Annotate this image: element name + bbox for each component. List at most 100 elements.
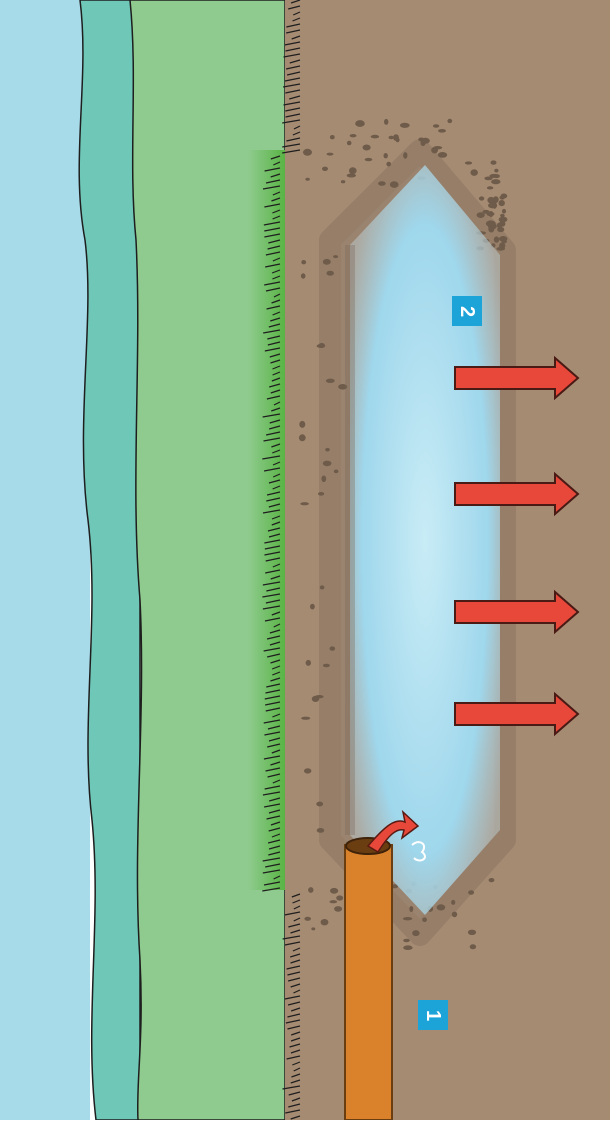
gravel-stone (403, 152, 407, 159)
gravel-stone (468, 890, 474, 895)
gravel-stone (371, 135, 379, 139)
gravel-stone (327, 153, 334, 156)
gravel-stone (334, 906, 342, 912)
gravel-stone (403, 917, 412, 920)
gravel-stone (305, 178, 309, 181)
gravel-stone (323, 461, 332, 467)
gravel-stone (365, 158, 373, 161)
gravel-stone (316, 802, 323, 807)
gravel-stone (409, 906, 413, 912)
grass-buffer-strip (248, 150, 288, 890)
gravel-stone (487, 186, 493, 189)
gravel-stone (323, 664, 330, 667)
gravel-stone (393, 134, 399, 141)
gravel-stone (389, 136, 394, 140)
gravel-stone (310, 604, 315, 610)
marker-2-label: 2 (456, 305, 479, 316)
gravel-stone (325, 448, 330, 452)
gravel-stone (378, 181, 386, 186)
gravel-stone (384, 119, 388, 125)
gravel-stone (489, 211, 493, 217)
gravel-stone (489, 878, 495, 882)
gravel-stone (497, 222, 502, 228)
gravel-stone (321, 919, 329, 925)
gravel-stone (451, 900, 455, 905)
gravel-stone (493, 196, 499, 203)
gravel-stone (312, 696, 319, 702)
gravel-stone (349, 167, 357, 174)
gravel-stone (447, 119, 452, 123)
gravel-stone (334, 470, 339, 474)
gravel-stone (477, 212, 485, 218)
gravel-stone (330, 135, 335, 139)
gravel-stone (321, 476, 326, 483)
gravel-stone (320, 585, 325, 589)
gravel-stone (390, 181, 399, 188)
gravel-stone (318, 492, 324, 496)
gravel-stone (330, 900, 338, 903)
gravel-stone (502, 209, 506, 214)
gravel-stone (301, 273, 306, 278)
gravel-stone (327, 271, 334, 276)
gravel-stone (422, 917, 427, 922)
gravel-stone (304, 768, 311, 773)
gravel-stone (452, 912, 457, 918)
marker-2-pond: 2 (452, 296, 482, 326)
gravel-stone (306, 660, 311, 666)
gravel-stone (299, 421, 305, 428)
gravel-stone (317, 344, 326, 348)
gravel-stone (491, 160, 497, 164)
gravel-stone (479, 196, 484, 200)
gravel-stone (300, 502, 309, 505)
gravel-stone (303, 149, 312, 156)
marker-1-inlet-pipe: 1 (418, 1000, 448, 1030)
gravel-stone (437, 904, 446, 910)
gravel-stone (400, 123, 410, 128)
gravel-stone (301, 260, 306, 264)
gravel-stone (494, 236, 499, 242)
gravel-stone (465, 161, 472, 164)
gravel-stone (308, 887, 313, 893)
gravel-stone (299, 434, 306, 441)
gravel-stone (438, 129, 446, 133)
gravel-stone (330, 888, 338, 894)
gravel-stone (496, 247, 505, 251)
gravel-stone (341, 180, 345, 183)
gravel-stone (403, 939, 410, 942)
inlet-pipe (345, 845, 392, 1120)
gravel-stone (386, 162, 391, 167)
gravel-stone (412, 930, 419, 936)
gravel-stone (471, 169, 478, 176)
gravel-stone (500, 196, 505, 200)
marker-1-label: 1 (422, 1009, 445, 1020)
gravel-stone (470, 944, 476, 949)
gravel-stone (347, 141, 352, 146)
gravel-stone (317, 828, 325, 833)
gravel-stone (433, 146, 442, 149)
gravel-stone (336, 895, 343, 900)
gravel-stone (484, 177, 492, 181)
gravel-stone (488, 203, 497, 209)
gravel-stone (323, 259, 331, 265)
gravel-stone (486, 220, 496, 226)
gravel-stone (499, 200, 505, 206)
gravel-stone (330, 646, 336, 650)
gravel-stone (347, 174, 356, 178)
gravel-stone (326, 379, 335, 383)
gravel-stone (384, 153, 388, 158)
gravel-stone (421, 138, 430, 144)
gravel-stone (438, 152, 447, 158)
gravel-stone (333, 255, 338, 258)
gravel-stone (403, 945, 412, 950)
infiltration-pond (350, 165, 500, 915)
gravel-stone (363, 145, 371, 151)
gravel-stone (355, 120, 365, 127)
gravel-stone (304, 917, 311, 921)
gravel-stone (502, 240, 507, 244)
gravel-stone (322, 167, 328, 171)
gravel-stone (494, 169, 498, 173)
gravel-stone (350, 134, 357, 137)
gravel-stone (311, 927, 315, 930)
